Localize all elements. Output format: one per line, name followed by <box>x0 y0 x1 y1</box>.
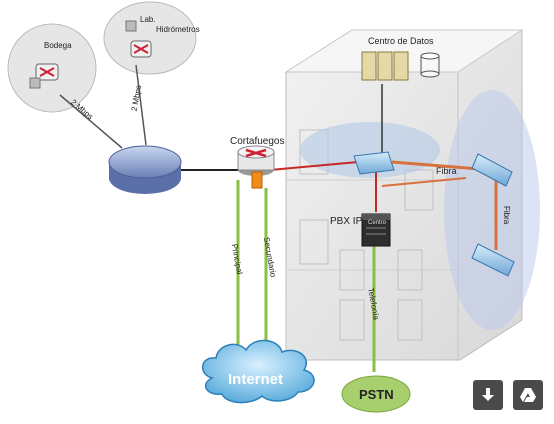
device-bodega-icon <box>29 77 41 89</box>
lab-site <box>103 1 197 75</box>
servers-icon <box>361 51 409 81</box>
core-switch-icon <box>353 151 395 175</box>
lab-label: Lab. <box>140 15 156 24</box>
device-lab-icon <box>125 20 137 32</box>
link-bodega-line <box>59 94 123 149</box>
link-bodega-label: 2 Mbps <box>69 98 95 122</box>
download-icon <box>482 388 494 401</box>
fibra-h-label: Fibra <box>436 166 457 176</box>
pbx-icon <box>361 213 391 247</box>
switch-right-bottom-icon <box>471 243 515 277</box>
pbx-label: PBX IP <box>330 216 363 227</box>
fibra-v-label: Fibra <box>502 206 511 225</box>
pstn-ellipse <box>341 375 411 413</box>
internet-cloud <box>202 339 315 404</box>
router-bodega-icon <box>35 63 59 81</box>
hidrometros-label: Hidrómetros <box>156 25 200 34</box>
cortafuegos-label: Cortafuegos <box>230 136 284 147</box>
wan-disk <box>108 145 182 194</box>
link-lab-label: 2 Mbps <box>130 84 143 111</box>
bodega-label: Bodega <box>44 41 72 50</box>
pstn-label: PSTN <box>359 387 394 402</box>
download-button[interactable] <box>473 380 503 410</box>
router-lab-icon <box>130 40 152 58</box>
link-lab-line <box>135 64 147 146</box>
drive-button[interactable] <box>513 380 543 410</box>
database-icon <box>420 52 440 78</box>
drive-icon <box>520 388 536 402</box>
fibra-h-lower-line <box>381 177 467 187</box>
firewall-switch-line <box>269 161 359 171</box>
firewall-router-icon <box>237 145 275 189</box>
principal-label: Principal <box>230 243 244 275</box>
internet-label: Internet <box>228 371 283 388</box>
centro-small-label: Centro <box>368 220 387 226</box>
centro-datos-label: Centro de Datos <box>368 36 434 46</box>
switch-right-top-icon <box>471 153 513 187</box>
vertical-ellipse <box>444 90 540 330</box>
secundario-label: Secundario <box>262 236 278 278</box>
